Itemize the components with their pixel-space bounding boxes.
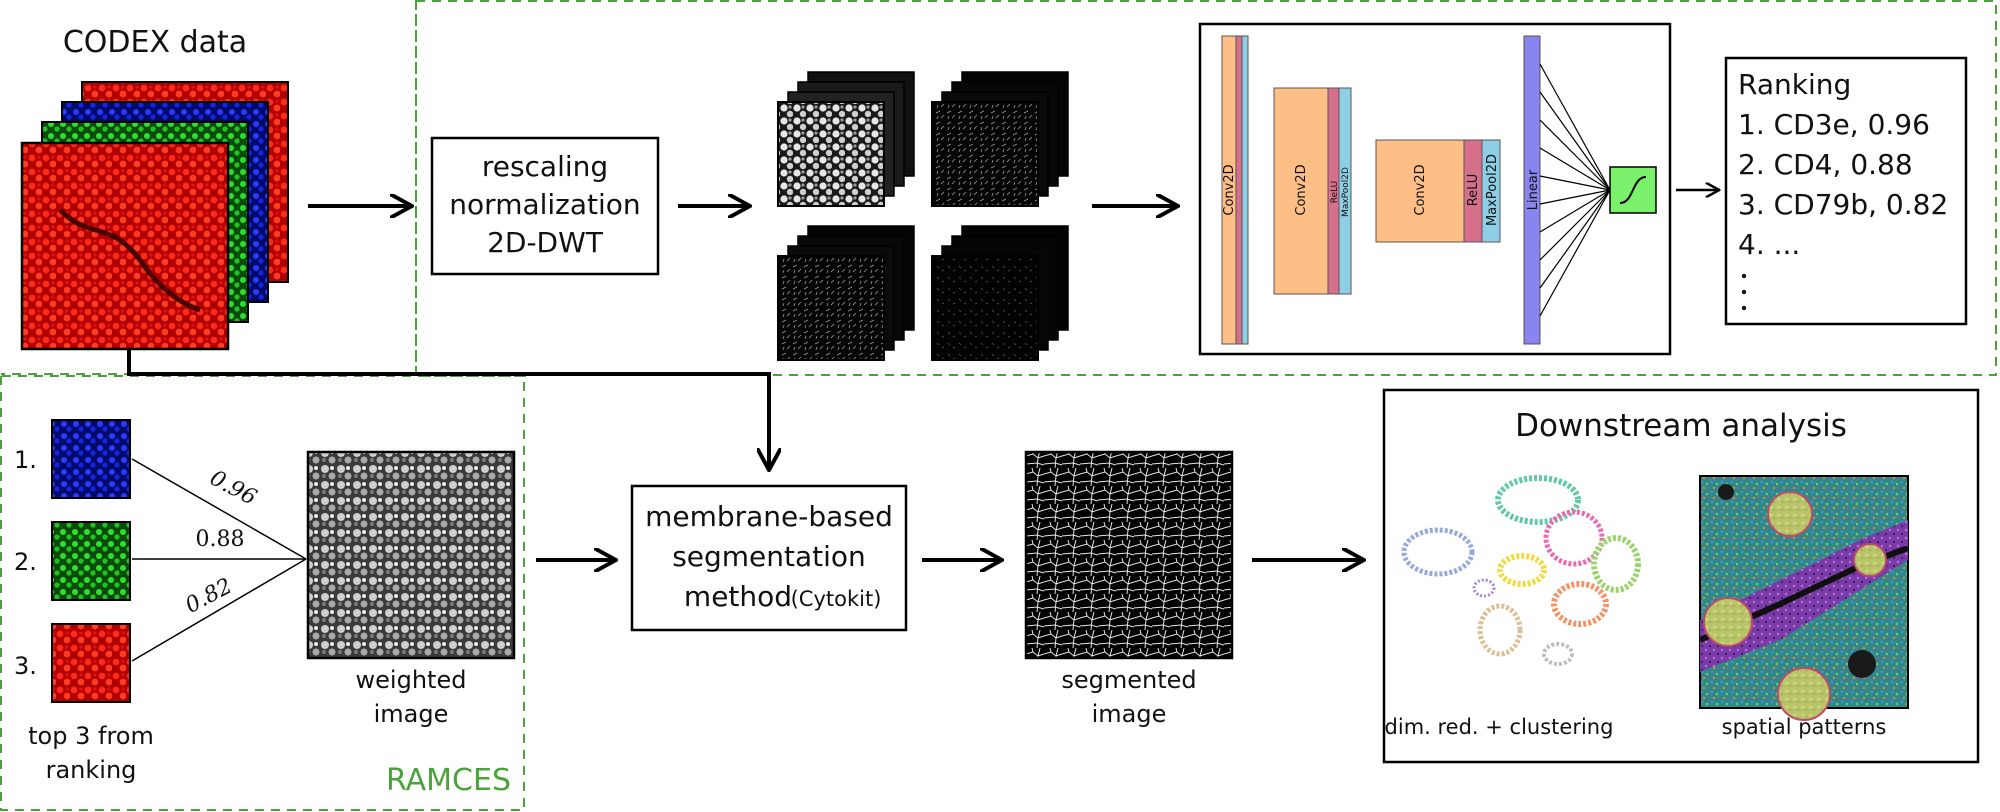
preprocess-box (430, 136, 660, 276)
ranking-item: 1. CD3e, 0.96 (1738, 108, 1930, 141)
preprocess-line-2: normalization (449, 188, 640, 221)
top3-number-3: 3. (14, 652, 37, 680)
ramces-dashed-region (0, 375, 525, 811)
segmented-caption-1: segmented (1061, 666, 1196, 694)
channel-cd79b-thumbnail (51, 623, 131, 703)
segmentation-line-3: method (684, 580, 792, 613)
spatial-caption: spatial patterns (1722, 715, 1887, 739)
pool3-label: MaxPool2D (1485, 154, 1500, 226)
ranking-title: Ranking (1738, 68, 1851, 101)
sigmoid-node (1609, 166, 1657, 214)
conv2-label: Conv2D (1294, 164, 1309, 215)
weight-lines (131, 458, 307, 662)
weight-label-1: 0.96 (206, 466, 261, 511)
segmented-image (1024, 450, 1234, 660)
umap-clustering-plot (1401, 475, 1641, 666)
ranking-item: 3. CD79b, 0.82 (1738, 188, 1948, 221)
conv3-label: Conv2D (1413, 164, 1428, 215)
codex-title: CODEX data (63, 25, 247, 60)
weighted-caption-2: image (374, 700, 449, 728)
arrow-codex-to-segmentation (127, 350, 769, 468)
weighted-image (306, 450, 516, 660)
weight-label-2: 0.88 (196, 527, 245, 552)
wavelet-stack-ll (777, 71, 915, 207)
preprocess-line-1: rescaling (482, 150, 608, 183)
umap-caption: dim. red. + clustering (1385, 715, 1614, 739)
channel-cd4-thumbnail (51, 521, 131, 601)
relu3-label: ReLU (1466, 174, 1481, 207)
pool2-label: MaxPool2D (1341, 167, 1351, 217)
codex-image-stack (20, 81, 289, 351)
segmentation-line-2: segmentation (672, 540, 866, 573)
top3-caption-1: top 3 from (28, 722, 154, 750)
spatial-patterns-map (1698, 475, 1910, 721)
conv-block-2: Conv2D ReLU MaxPool2D (1273, 87, 1352, 295)
linear-label: Linear (1526, 169, 1541, 210)
ranking-item: 2. CD4, 0.88 (1738, 148, 1913, 181)
ramces-label: RAMCES (386, 763, 511, 798)
weight-label-3: 0.82 (181, 574, 236, 619)
segmentation-tool: (Cytokit) (791, 587, 882, 611)
downstream-title: Downstream analysis (1515, 408, 1847, 444)
top3-number-1: 1. (14, 446, 37, 474)
wavelet-stack-lh (931, 71, 1069, 207)
top3-number-2: 2. (14, 548, 37, 576)
conv1-label: Conv2D (1222, 164, 1237, 215)
conv-block-1: Conv2D (1221, 35, 1249, 345)
conv-block-3: Conv2D ReLU MaxPool2D (1375, 139, 1501, 243)
segmentation-line-1: membrane-based (645, 500, 893, 533)
segmentation-box (630, 484, 908, 632)
fc-connections (1539, 63, 1611, 317)
wavelet-stack-hl (777, 225, 915, 361)
ranking-box (1724, 56, 1968, 326)
wavelet-stack-hh (931, 225, 1069, 361)
segmented-caption-2: image (1092, 700, 1167, 728)
relu2-label: ReLU (1330, 181, 1340, 204)
preprocess-line-3: 2D-DWT (487, 226, 604, 259)
weighted-caption-1: weighted (356, 666, 467, 694)
ranking-ellipsis (1741, 273, 1747, 311)
channel-cd3e-thumbnail (51, 419, 131, 499)
linear-layer: Linear (1523, 35, 1541, 345)
ranking-item: 4. ... (1738, 228, 1800, 261)
top3-caption-2: ranking (46, 756, 137, 784)
